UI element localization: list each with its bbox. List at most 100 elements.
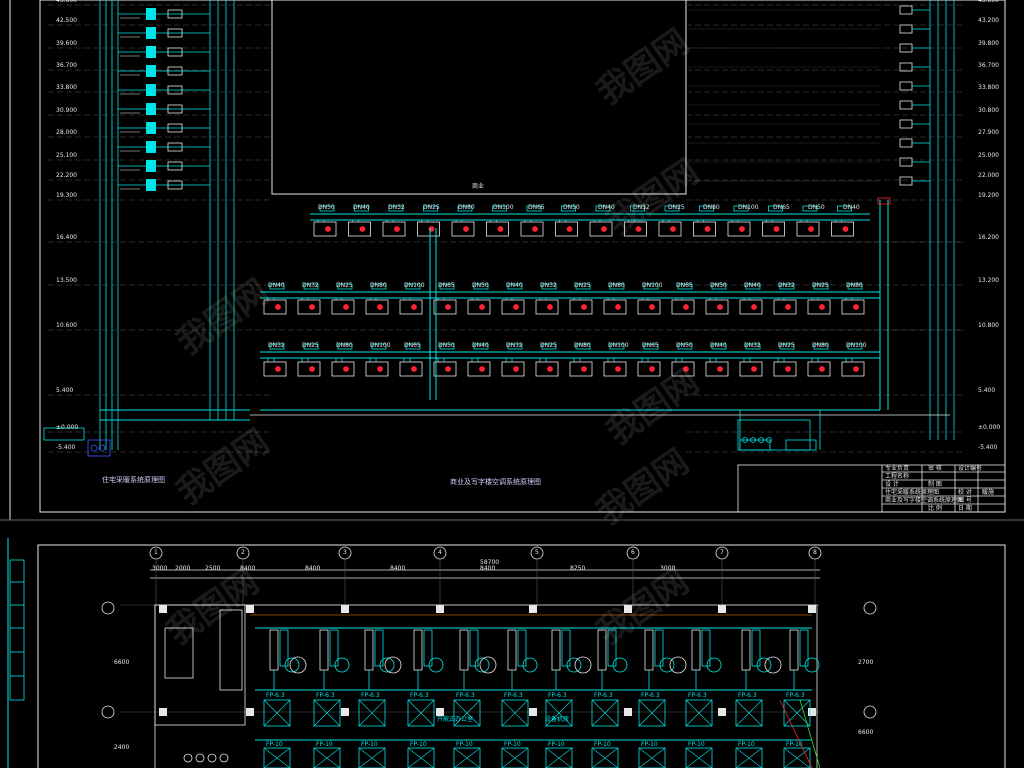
column: [624, 605, 632, 613]
pipe-size-tag: [319, 205, 335, 212]
elevation-label-left: ±0.000: [56, 424, 79, 431]
fan-coil-unit: [365, 361, 389, 377]
pipe-size-tag: [423, 205, 438, 212]
pipe-size-tag: [492, 205, 507, 212]
fan-coil-unit: [603, 299, 627, 315]
pipe-size-tag: [609, 283, 625, 290]
valve-marker: [649, 304, 655, 310]
valve-marker: [343, 366, 349, 372]
pipe-size-tag: [269, 283, 285, 290]
pipe-size-tag: [337, 343, 353, 350]
room-bubble: [289, 656, 307, 674]
pipe-size-label: DN50: [808, 204, 825, 211]
title-block: [737, 464, 1006, 513]
fan-coil-unit: [727, 221, 751, 237]
pipe-size-tag: [711, 283, 727, 290]
side-dimension: 6600: [114, 659, 130, 666]
diffuser-box: [545, 747, 573, 768]
segment-dimension: 8400: [390, 565, 406, 572]
column: [436, 708, 444, 716]
fan-coil-unit: [501, 299, 525, 315]
column: [529, 605, 537, 613]
fan-coil-tag: FP-6.3: [786, 692, 805, 699]
pipe-size-label: DN25: [778, 342, 795, 349]
diffuser-box: [638, 747, 666, 768]
plan-total-dimension: 58700: [480, 559, 500, 566]
valve-box: [167, 85, 183, 95]
valve-marker: [615, 366, 621, 372]
valve-marker: [615, 304, 621, 310]
valve-box: [167, 47, 183, 57]
diffuser-cross: [783, 747, 811, 768]
elevation-label-right: 16.200: [978, 234, 999, 241]
valve-marker: [601, 226, 607, 232]
supply-grille: [517, 629, 527, 667]
fan-coil-unit: [637, 361, 661, 377]
pipe-size-tag: [664, 205, 680, 212]
segment-dimension: 3000: [152, 565, 168, 572]
fan-coil-tag: FP-6.3: [361, 692, 380, 699]
axis-label: 7: [720, 549, 724, 556]
pipe-size-label: DN50: [676, 342, 693, 349]
pipe-size-tag: [575, 343, 591, 350]
radiator-unit: [146, 27, 156, 39]
elevation-label-left: 39.600: [56, 40, 77, 47]
valve-box: [167, 104, 183, 114]
fan-coil-unit: [624, 221, 647, 237]
axis-bubble: [101, 601, 115, 615]
axis-label: 8: [813, 549, 817, 556]
column: [436, 605, 444, 613]
diffuser-symbol: [379, 657, 395, 673]
diffuser-box: [263, 747, 291, 768]
diffuser-box: [783, 699, 811, 727]
stair-core: [154, 604, 246, 726]
elevation-label-right: -5.400: [978, 444, 998, 451]
elevation-label-right: 5.400: [978, 387, 996, 394]
fan-coil-tag: FP-6.3: [456, 692, 475, 699]
tb-cell: 设 计: [885, 481, 899, 488]
valve-marker: [309, 366, 315, 372]
pipe-size-tag: [457, 205, 473, 212]
tb-cell: 校 对: [958, 489, 972, 496]
diffuser-box: [501, 747, 529, 768]
elevation-label-left: 5.400: [56, 387, 74, 394]
elevation-label-right: ±0.000: [978, 424, 1001, 431]
fan-coil-unit: [263, 361, 287, 377]
fan-coil-tag: FP-6.3: [316, 692, 335, 699]
elevation-label-right: 45.600: [978, 0, 999, 4]
radiator-unit: [146, 179, 156, 191]
valve-marker: [581, 304, 587, 310]
diffuser-box: [545, 699, 573, 727]
fan-coil-unit: [637, 299, 661, 315]
diffuser-cross: [313, 747, 341, 768]
radiator-unit: [146, 46, 156, 58]
fan-coil-unit: [467, 299, 491, 315]
pipe-size-tag: [473, 343, 489, 350]
residential-heating-caption: 住宅采暖系统原理图: [102, 476, 165, 484]
diffuser-cross: [407, 699, 435, 727]
radiator-unit: [146, 122, 156, 134]
valve-marker: [547, 304, 553, 310]
pipe-size-tag: [837, 205, 852, 212]
fan-coil-tag: FP-6.3: [641, 692, 660, 699]
toilet-fixture: [219, 753, 229, 763]
pipe-size-label: DN25: [336, 282, 353, 289]
supply-grille: [329, 629, 339, 667]
diffuser-box: [263, 699, 291, 727]
valve-marker: [683, 304, 689, 310]
valve-marker: [394, 226, 400, 232]
pipe-size-tag: [677, 343, 693, 350]
valve-marker: [445, 366, 451, 372]
side-dimension: 2400: [114, 744, 130, 751]
diffuser-cross: [453, 747, 481, 768]
fan-coil-tag: FP-10: [786, 741, 803, 748]
pipe-size-tag: [643, 343, 659, 350]
pipe-size-tag: [643, 283, 659, 290]
pipe-size-label: DN25: [540, 342, 557, 349]
diffuser-box: [591, 747, 619, 768]
floor-plan-grid: [101, 546, 877, 768]
pipe-size-tag: [609, 343, 625, 350]
pump-symbol: [90, 444, 98, 452]
pipe-size-tag: [575, 283, 591, 290]
elevation-label-left: 10.600: [56, 322, 77, 329]
